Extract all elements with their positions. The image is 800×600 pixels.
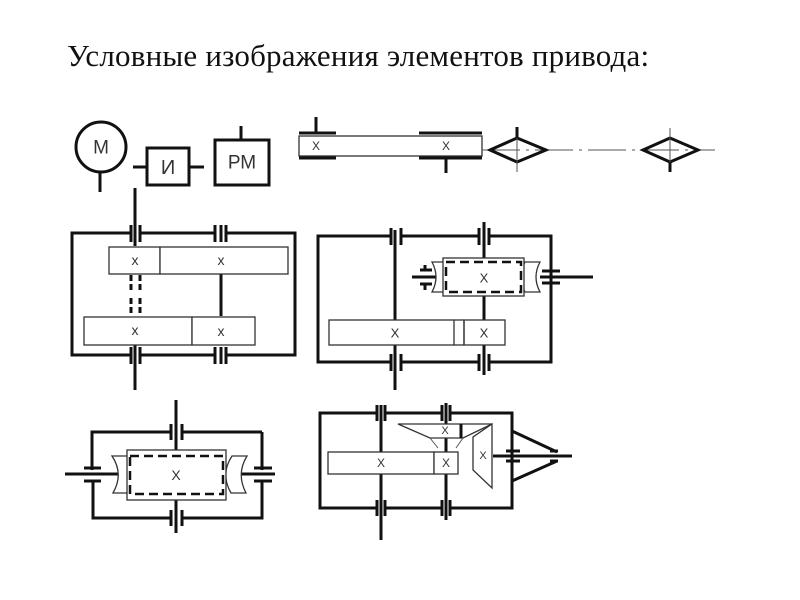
gear-mark: x: [218, 323, 225, 339]
gear-mark: X: [480, 326, 489, 341]
bevel-gear-mark: X: [479, 450, 487, 462]
worm-gearbox: X: [65, 400, 275, 533]
belt-pulley-mark: X: [442, 139, 450, 153]
gear-mark: X: [377, 456, 385, 470]
coupling-symbol: И: [133, 146, 204, 196]
bevel-cylindrical-gearbox: X X X X: [318, 403, 572, 540]
cylindrical-worm-gearbox: X X X: [316, 222, 593, 390]
worm-mark: X: [171, 467, 181, 483]
gear-mark: x: [218, 252, 225, 268]
gear-mark: X: [442, 456, 450, 470]
page-title: Условные изображения элементов привода:: [67, 38, 650, 73]
reducer-label: РМ: [228, 153, 256, 174]
worm-mark: X: [480, 271, 489, 286]
motor-label: M: [93, 138, 109, 159]
gear-mark: X: [391, 326, 400, 341]
bevel-gear-mark: X: [441, 425, 449, 437]
electric-motor-symbol: M: [74, 120, 128, 192]
coupling-label: И: [161, 157, 175, 179]
two-stage-cylindrical-gearbox: x x x x: [70, 196, 297, 390]
chain-drive-symbol: [482, 127, 715, 172]
belt-pulley-mark: X: [312, 139, 320, 153]
reducer-symbol: РМ: [213, 126, 271, 187]
belt-drive-symbol: X X: [298, 117, 483, 173]
gear-mark: x: [132, 322, 139, 338]
gear-mark: x: [132, 252, 139, 268]
